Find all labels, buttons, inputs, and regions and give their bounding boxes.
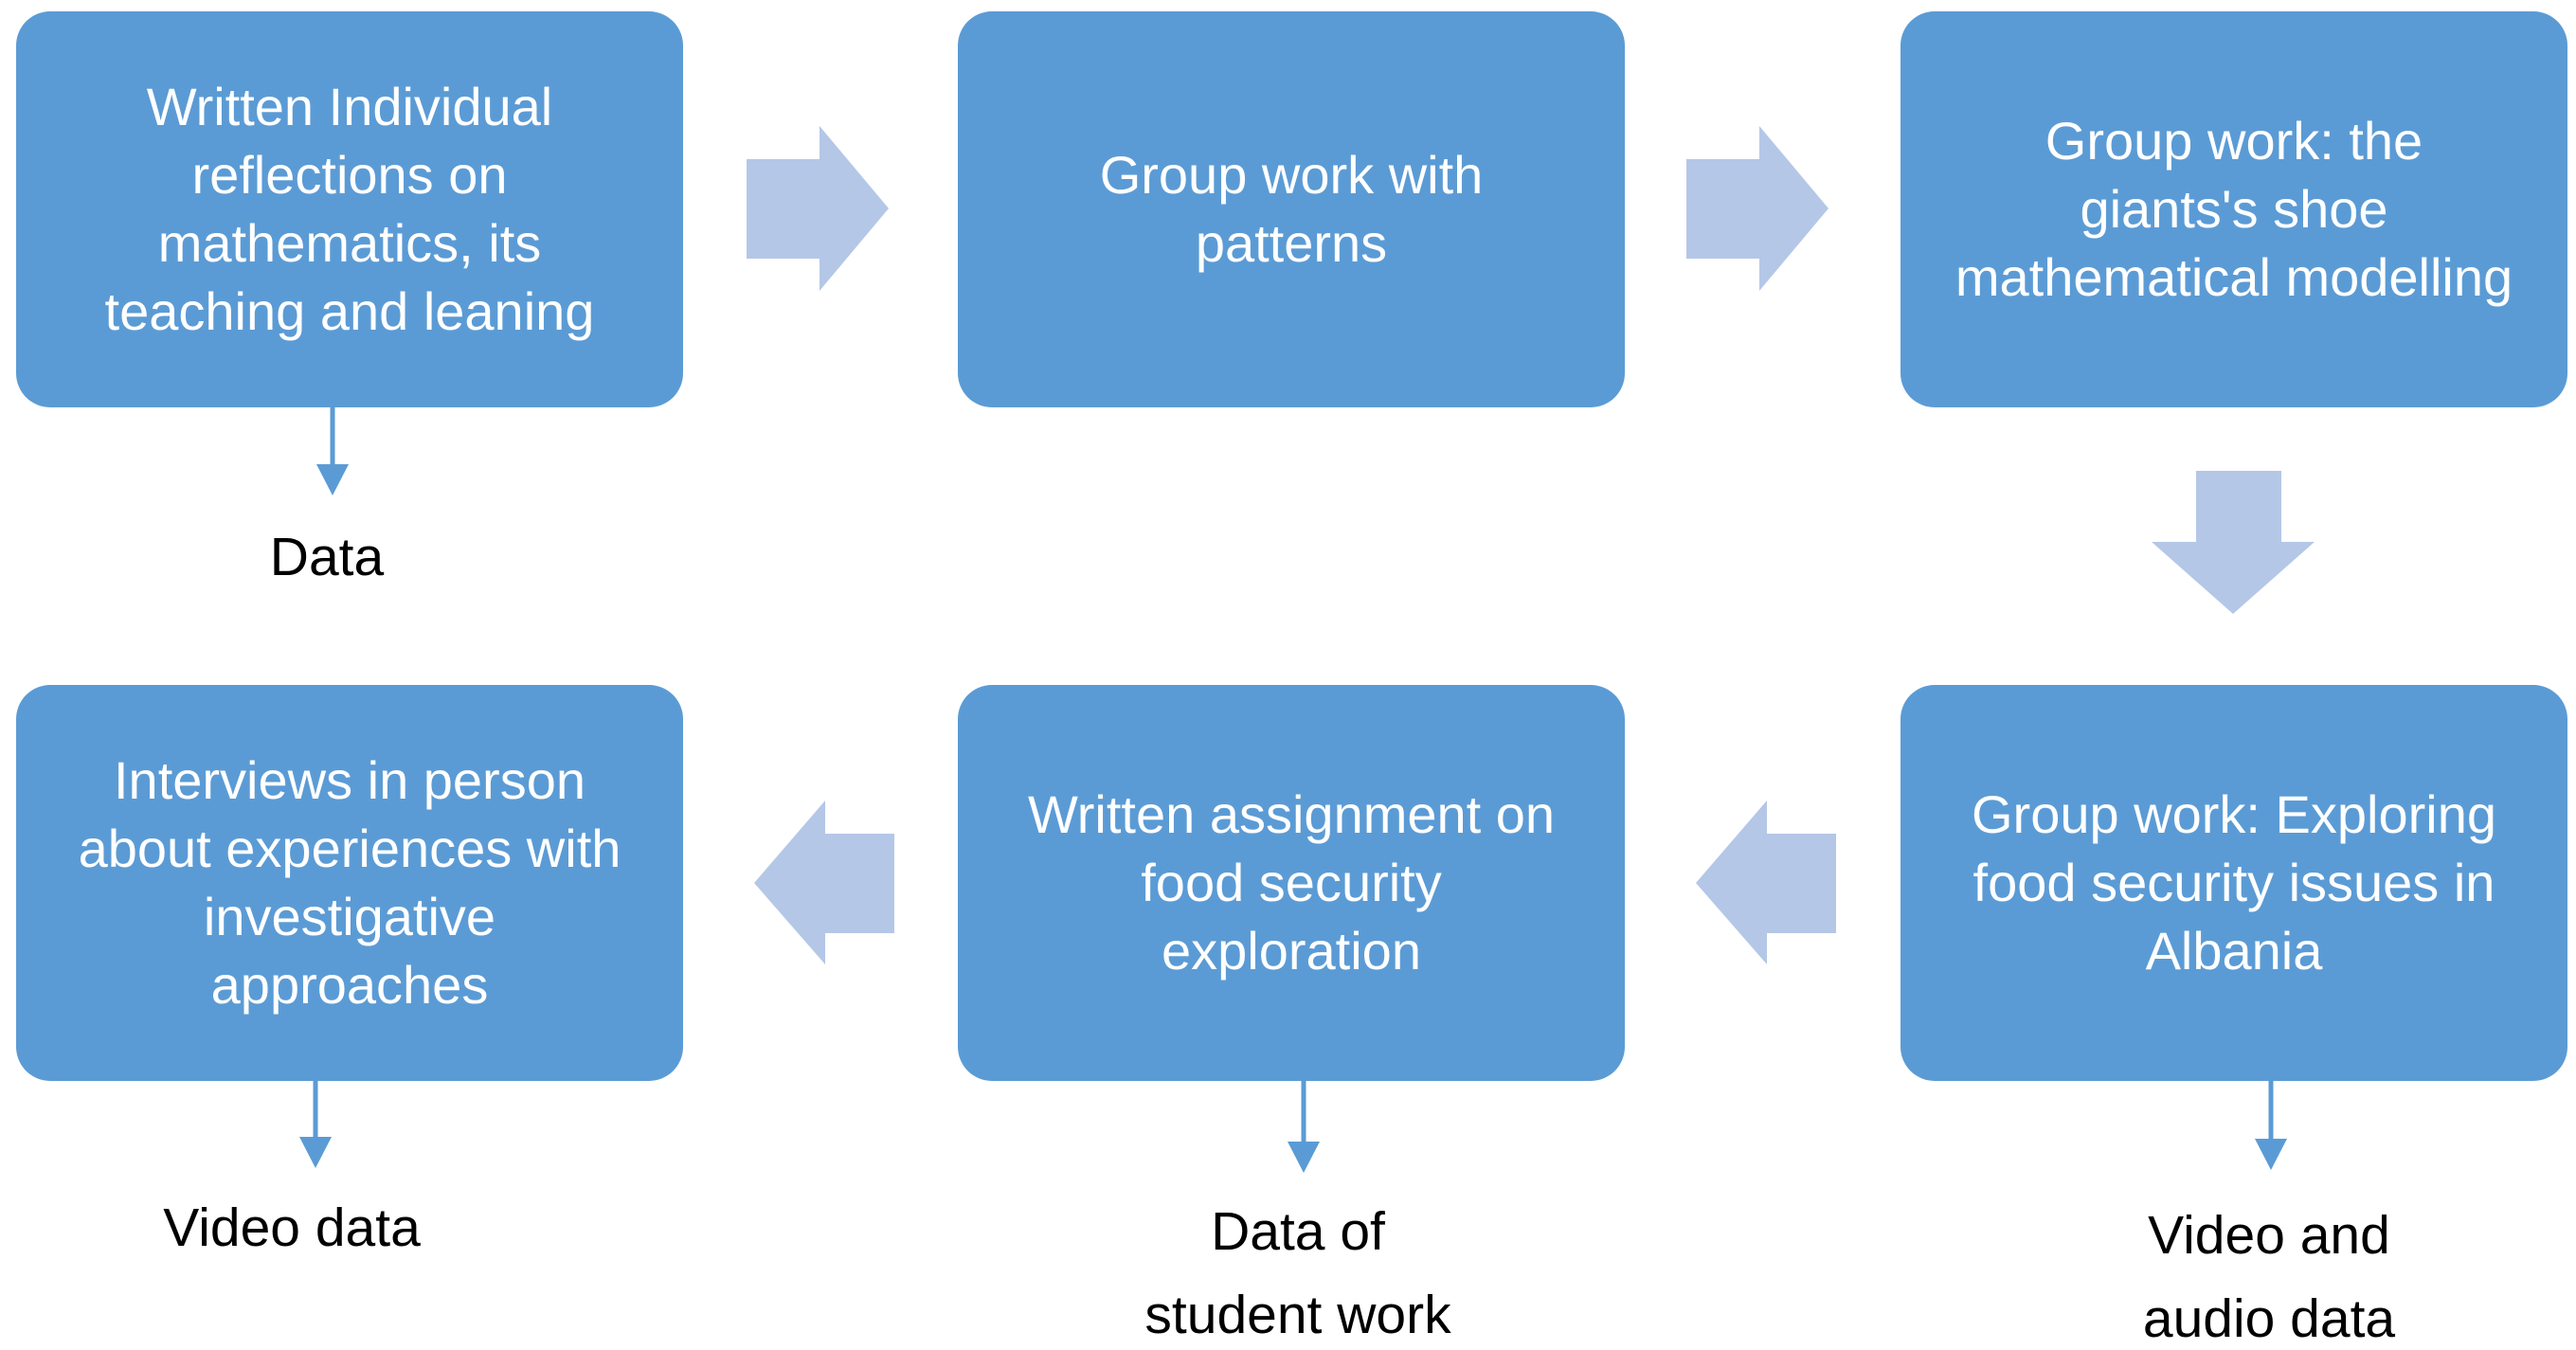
output-connector-s5 bbox=[1288, 1080, 1320, 1173]
step-text-written-assignment: Written assignment on food security expl… bbox=[1027, 784, 1556, 981]
output-connector-s4 bbox=[2255, 1080, 2287, 1170]
output-label-food-security-group: Video and audio data bbox=[2142, 1205, 2396, 1349]
flow-arrow-s3-s4 bbox=[2152, 471, 2315, 614]
flow-arrow-s2-s3 bbox=[1686, 126, 1828, 291]
step-box-interviews: Interviews in person about experiences w… bbox=[16, 685, 683, 1081]
step-text-interviews: Interviews in person about experiences w… bbox=[78, 750, 621, 1015]
flow-arrow-s4-s5 bbox=[1696, 801, 1836, 964]
step-box-food-security-group: Group work: Exploring food security issu… bbox=[1900, 685, 2567, 1081]
step-text-patterns: Group work with patterns bbox=[1099, 145, 1484, 273]
flow-arrow-s1-s2 bbox=[747, 126, 889, 291]
step-box-written-assignment: Written assignment on food security expl… bbox=[958, 685, 1625, 1081]
output-label-written-assignment: Data of student work bbox=[1144, 1201, 1451, 1345]
output-label-reflections: Data bbox=[269, 527, 385, 587]
output-label-interviews: Video data bbox=[163, 1197, 421, 1258]
step-box-giants-shoe: Group work: the giants's shoe mathematic… bbox=[1900, 11, 2567, 407]
flow-arrow-s5-s6 bbox=[754, 801, 894, 964]
step-text-food-security-group: Group work: Exploring food security issu… bbox=[1971, 784, 2496, 981]
step-box-reflections: Written Individual reflections on mathem… bbox=[16, 11, 683, 407]
output-connector-s6 bbox=[299, 1080, 332, 1168]
step-text-giants-shoe: Group work: the giants's shoe mathematic… bbox=[1955, 111, 2513, 307]
output-connector-s1 bbox=[316, 407, 349, 495]
step-box-patterns: Group work with patterns bbox=[958, 11, 1625, 407]
step-text-reflections: Written Individual reflections on mathem… bbox=[104, 77, 595, 341]
